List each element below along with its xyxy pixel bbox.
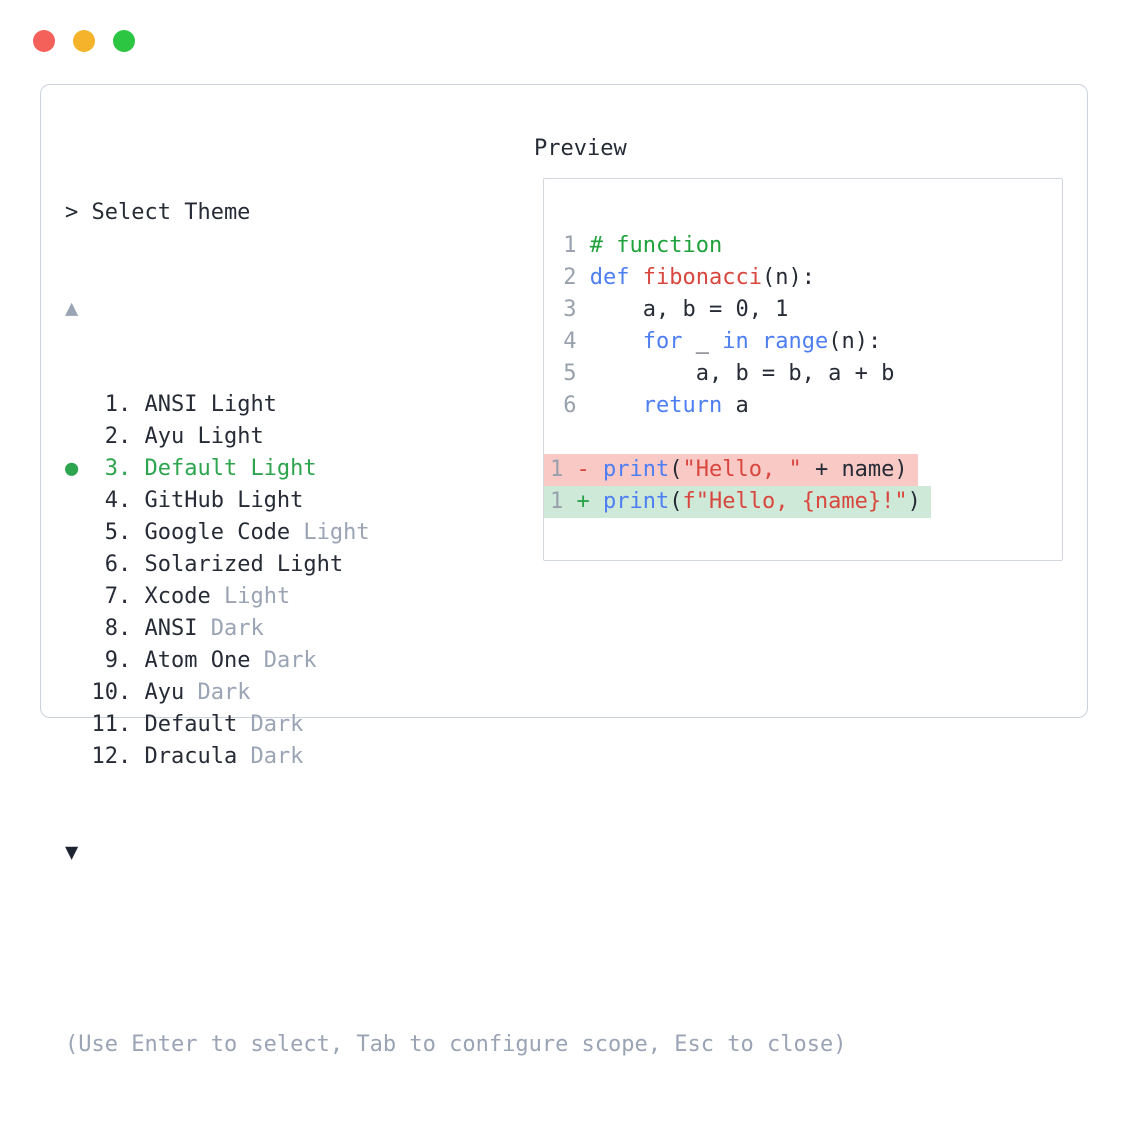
- select-theme-prompt: > Select Theme: [65, 200, 251, 225]
- line-number: 3: [550, 297, 590, 322]
- theme-item-label: 8. ANSI: [91, 616, 198, 641]
- theme-item-label: 7. Xcode: [91, 584, 211, 609]
- theme-item-5[interactable]: 5. Google Code Light: [65, 517, 846, 549]
- code-token: a, b = 0, 1: [589, 297, 789, 322]
- theme-item-3[interactable]: ● 3. Default Light: [65, 453, 846, 485]
- code-token: # function: [589, 233, 723, 258]
- line-number: 6: [550, 393, 590, 418]
- theme-item-2[interactable]: 2. Ayu Light: [65, 421, 846, 453]
- theme-item-12[interactable]: 12. Dracula Dark: [65, 741, 846, 773]
- theme-item-9[interactable]: 9. Atom One Dark: [65, 645, 846, 677]
- code-preview: 1 # function 2 def fibonacci(n): 3 a, b …: [544, 230, 931, 518]
- code-token: (n):: [828, 329, 882, 354]
- code-token: print: [603, 457, 670, 482]
- code-line-2: 2 def fibonacci(n):: [550, 262, 931, 294]
- code-token: a: [722, 393, 749, 418]
- theme-item-7[interactable]: 7. Xcode Light: [65, 581, 846, 613]
- code-token: for: [642, 329, 683, 354]
- line-number: 1: [550, 233, 590, 258]
- marker-space: [65, 424, 92, 449]
- theme-item-label: 10. Ayu: [91, 680, 185, 705]
- code-token: in: [722, 329, 749, 354]
- code-line-3: 3 a, b = 0, 1: [550, 294, 931, 326]
- code-token: ): [907, 489, 921, 514]
- theme-item-variant: Dark: [197, 616, 264, 641]
- minimize-button[interactable]: [73, 30, 95, 52]
- theme-item-8[interactable]: 8. ANSI Dark: [65, 613, 846, 645]
- code-token: "Hello, ": [682, 457, 802, 482]
- theme-item-10[interactable]: 10. Ayu Dark: [65, 677, 846, 709]
- code-token: print: [603, 489, 670, 514]
- theme-item-variant: Light: [210, 584, 291, 609]
- theme-picker-window: > Select Theme ▲ 1. ANSI Light 2. Ayu Li…: [40, 84, 1088, 1057]
- code-line-4: 4 for _ in range(n):: [550, 326, 931, 358]
- theme-item-1[interactable]: 1. ANSI Light: [65, 389, 846, 421]
- marker-space: [65, 648, 92, 673]
- scroll-up-icon[interactable]: ▲: [65, 296, 79, 321]
- diff-sign: -: [576, 457, 603, 482]
- code-token: def: [589, 265, 643, 290]
- code-line-1: 1 # function: [550, 230, 931, 262]
- diff-line-added: 1 + print(f"Hello, {name}!"): [544, 486, 931, 518]
- theme-item-label: 1. ANSI Light: [91, 392, 277, 417]
- footer-hint: (Use Enter to select, Tab to configure s…: [65, 1032, 847, 1057]
- code-token: (: [669, 457, 683, 482]
- marker-space: [65, 616, 92, 641]
- theme-item-variant: Dark: [237, 712, 304, 737]
- theme-item-label: 9. Atom One: [91, 648, 251, 673]
- line-number: 1: [550, 457, 577, 482]
- theme-item-variant: Dark: [250, 648, 317, 673]
- theme-item-variant: Dark: [184, 680, 251, 705]
- code-token: range: [761, 329, 829, 354]
- marker-space: [65, 552, 92, 577]
- code-line-5: 5 a, b = b, a + b: [550, 358, 931, 390]
- code-token: [749, 329, 762, 354]
- diff-sign: +: [576, 489, 603, 514]
- code-token: return: [642, 393, 723, 418]
- line-number: 4: [550, 329, 590, 354]
- code-token: (n):: [761, 265, 815, 290]
- code-token: (: [669, 489, 683, 514]
- marker-space: [65, 392, 92, 417]
- code-token: f"Hello, {name}!": [682, 489, 908, 514]
- code-token: a, b = b, a + b: [589, 361, 895, 386]
- scroll-down-icon[interactable]: ▼: [65, 840, 79, 865]
- code-token: fibonacci: [642, 265, 762, 290]
- theme-item-11[interactable]: 11. Default Dark: [65, 709, 846, 741]
- theme-item-6[interactable]: 6. Solarized Light: [65, 549, 846, 581]
- theme-item-label: 5. Google Code: [91, 520, 291, 545]
- code-token: [590, 393, 643, 418]
- preview-label: Preview: [534, 136, 627, 161]
- diff-line-removed: 1 - print("Hello, " + name): [544, 454, 931, 486]
- code-line-6: 6 return a: [550, 390, 931, 422]
- line-number: 5: [550, 361, 590, 386]
- close-button[interactable]: [33, 30, 55, 52]
- theme-item-label: 11. Default: [91, 712, 238, 737]
- theme-item-label: 2. Ayu Light: [91, 424, 264, 449]
- marker-space: [65, 712, 92, 737]
- marker-space: [65, 584, 92, 609]
- line-number: 2: [550, 265, 590, 290]
- theme-item-label: 4. GitHub Light: [91, 488, 304, 513]
- traffic-lights: [33, 30, 135, 52]
- line-number: 1: [550, 489, 577, 514]
- marker-space: [65, 488, 92, 513]
- marker-space: [65, 520, 92, 545]
- code-token: + name): [801, 457, 908, 482]
- theme-item-label: 6. Solarized Light: [91, 552, 344, 577]
- theme-item-label: 3. Default Light: [91, 456, 317, 481]
- preview-pane: 1 # function 2 def fibonacci(n): 3 a, b …: [543, 178, 1063, 561]
- theme-item-variant: Light: [290, 520, 370, 545]
- selected-dot-icon: ●: [65, 456, 92, 481]
- spacer-row: [65, 933, 846, 965]
- code-token: [590, 329, 643, 354]
- code-token: _: [682, 329, 723, 354]
- zoom-button[interactable]: [113, 30, 135, 52]
- marker-space: [65, 680, 92, 705]
- code-spacer: [550, 422, 931, 454]
- theme-item-4[interactable]: 4. GitHub Light: [65, 485, 846, 517]
